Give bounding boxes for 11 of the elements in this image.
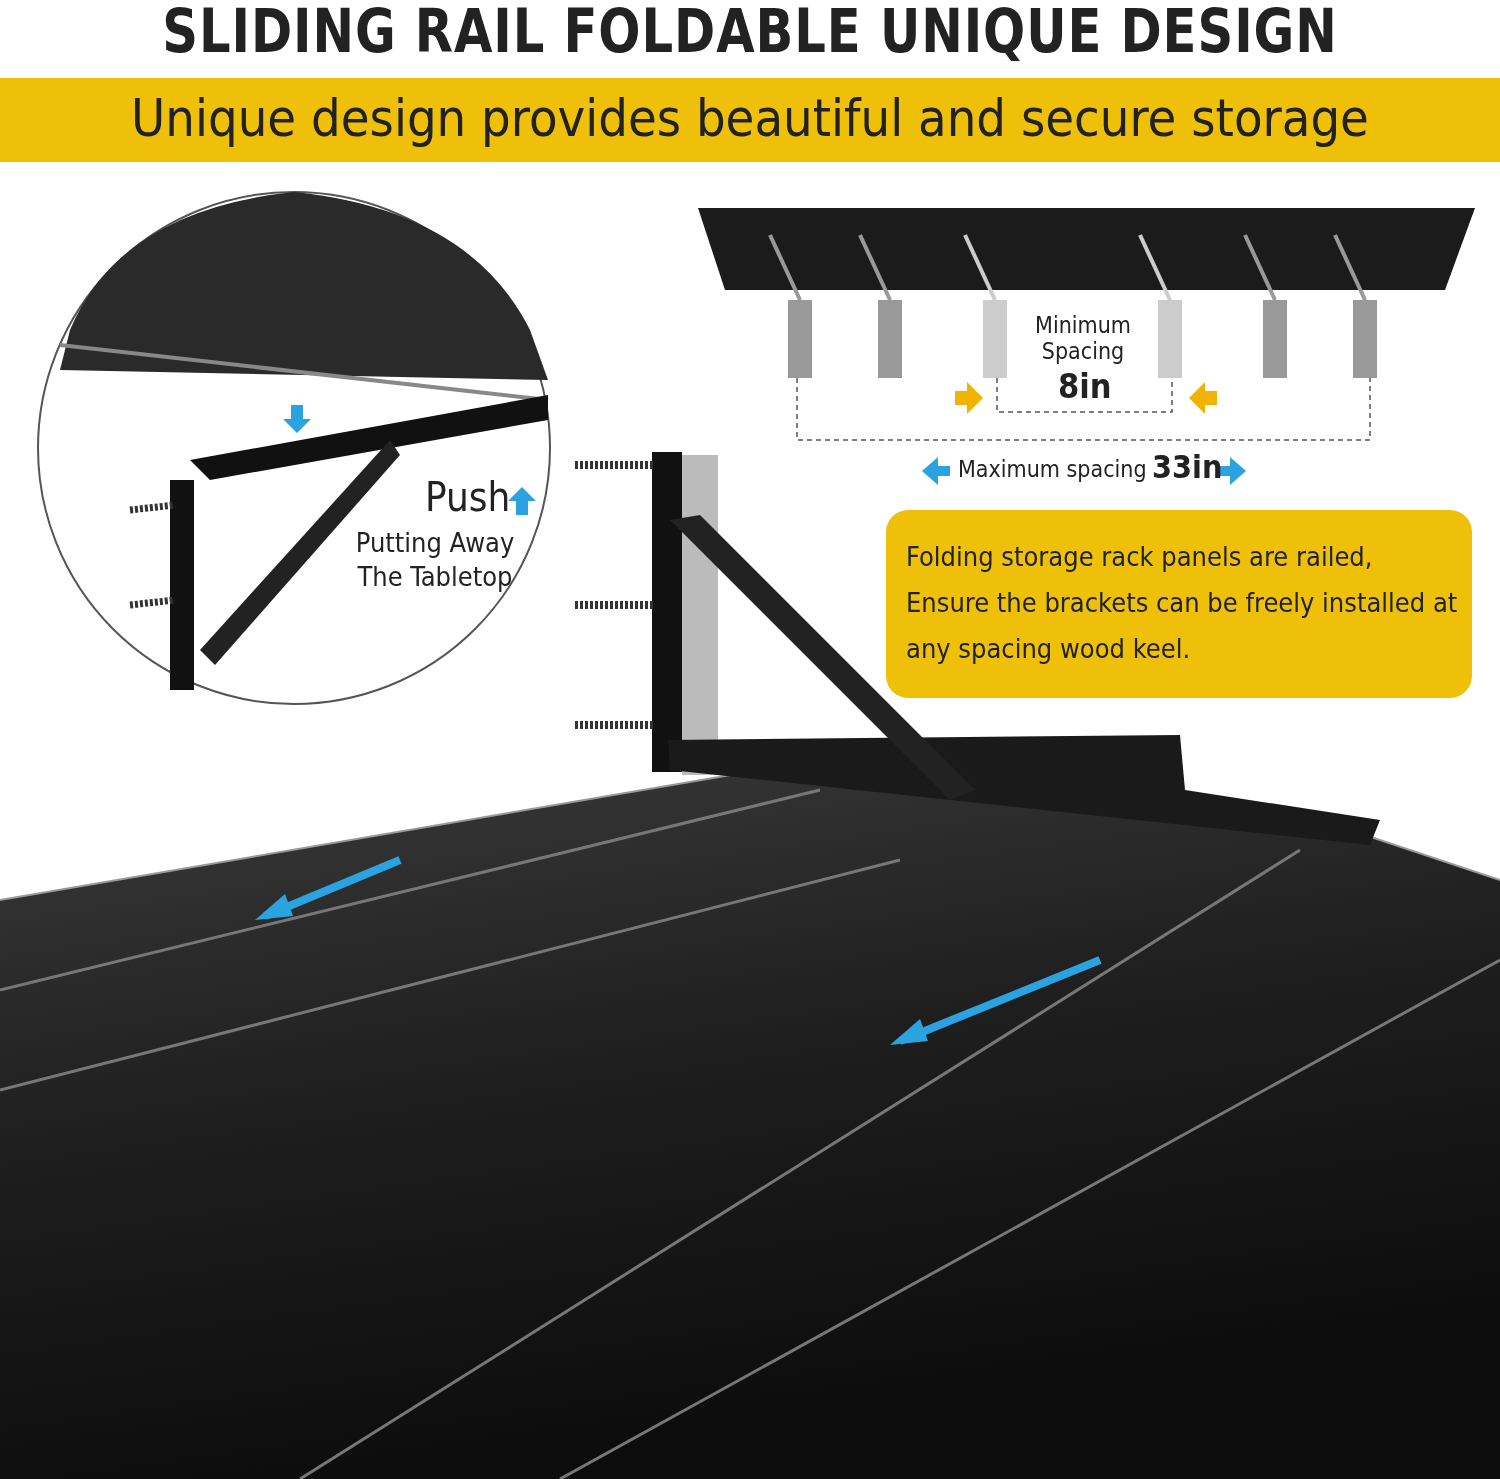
dimension-label: Maximum spacing xyxy=(958,456,1147,482)
dimension-label: Minimum Spacing xyxy=(1034,312,1132,364)
subtitle: Unique design provides beautiful and secure storage xyxy=(130,88,1370,148)
title: SLIDING RAIL FOLDABLE UNIQUE DESIGN xyxy=(161,0,1339,66)
dimension-value: 33in xyxy=(1152,448,1223,486)
dimension-value: 8in xyxy=(1058,366,1112,406)
callout-text: Folding storage rack panels are railed, Ensure the brackets can be freely installed at any spacing wood keel. xyxy=(906,540,1459,666)
subtitle-banner xyxy=(0,78,1500,162)
push-label: Push xyxy=(425,474,511,520)
instruction-text: Putting Away The Tabletop xyxy=(355,526,515,594)
callout-box xyxy=(886,510,1472,698)
